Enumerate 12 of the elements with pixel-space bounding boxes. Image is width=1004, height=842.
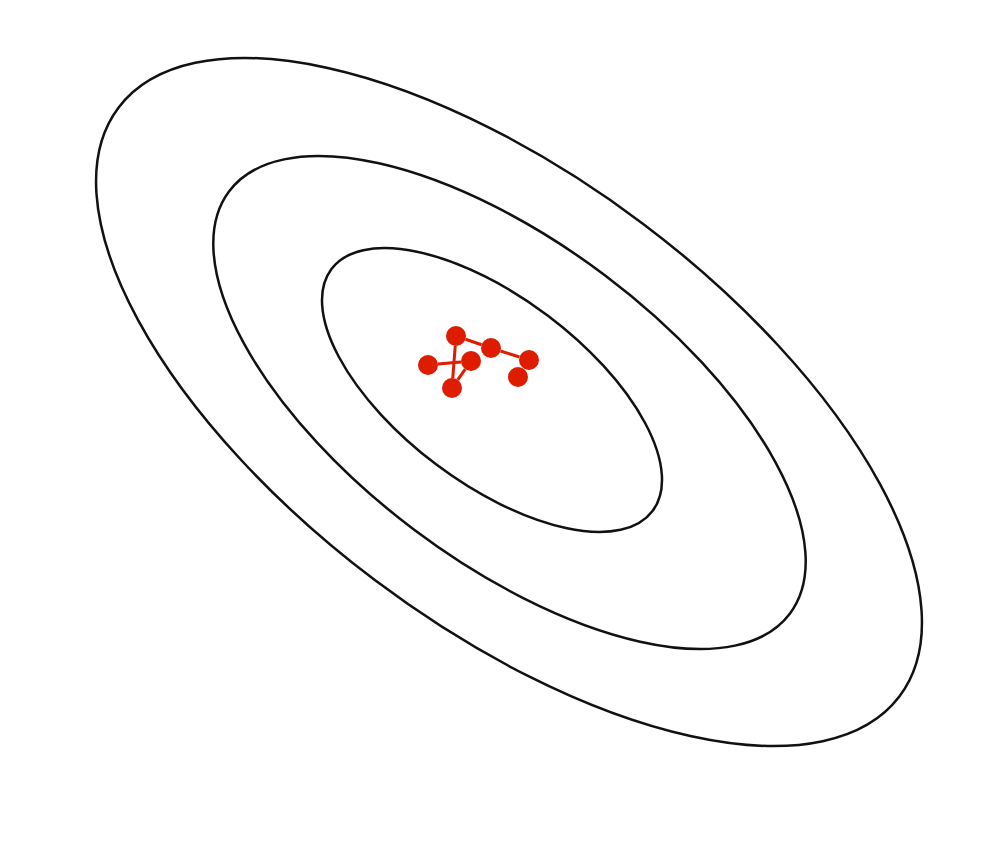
- point-marker: [418, 355, 438, 375]
- point-marker: [508, 367, 528, 387]
- connector-line: [451, 345, 457, 379]
- point-marker: [461, 351, 481, 371]
- connector-line: [437, 360, 462, 366]
- connector-line: [456, 368, 467, 381]
- point-marker: [446, 326, 466, 346]
- connector-line: [464, 337, 483, 347]
- point-marker: [442, 378, 462, 398]
- point-marker: [481, 338, 501, 358]
- point-marker: [519, 350, 539, 370]
- connector-line: [500, 349, 520, 359]
